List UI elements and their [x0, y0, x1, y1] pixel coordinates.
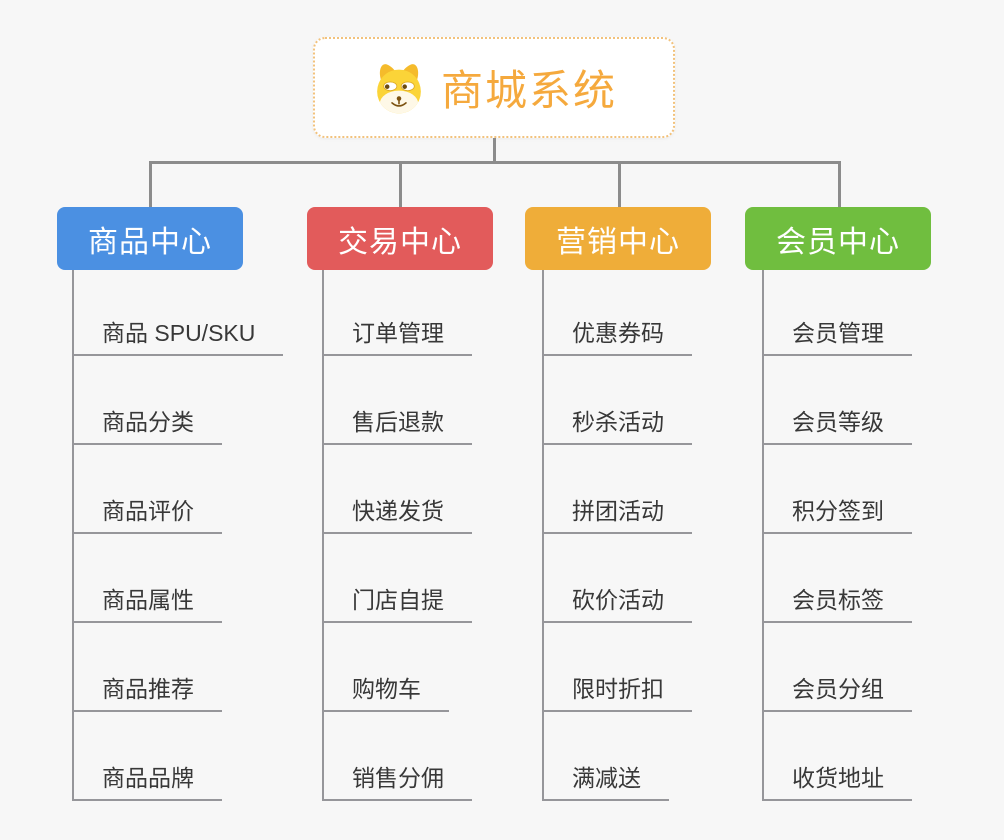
leaf-node[interactable]: 商品推荐 — [72, 672, 222, 712]
leaf-node[interactable]: 售后退款 — [322, 405, 472, 445]
branch-node[interactable]: 商品中心 — [57, 207, 243, 270]
leaf-node[interactable]: 会员分组 — [762, 672, 912, 712]
connector-stem — [493, 138, 496, 164]
connector-drop — [149, 161, 152, 207]
leaf-node[interactable]: 订单管理 — [322, 316, 472, 356]
branch-spine-connector — [542, 270, 544, 801]
leaf-node[interactable]: 会员等级 — [762, 405, 912, 445]
root-node[interactable]: 商城系统 — [313, 37, 675, 138]
leaf-node[interactable]: 商品 SPU/SKU — [72, 316, 284, 356]
connector-drop — [399, 161, 402, 207]
leaf-node[interactable]: 销售分佣 — [322, 761, 472, 801]
branch-label: 营销中心 — [556, 225, 680, 259]
branch-node[interactable]: 交易中心 — [307, 207, 493, 270]
leaf-node[interactable]: 秒杀活动 — [542, 405, 692, 445]
branch-spine-connector — [762, 270, 764, 801]
branch-node[interactable]: 会员中心 — [745, 207, 931, 270]
leaf-node[interactable]: 购物车 — [322, 672, 449, 712]
leaf-node[interactable]: 积分签到 — [762, 494, 912, 534]
leaf-node[interactable]: 门店自提 — [322, 583, 472, 623]
leaf-node[interactable]: 限时折扣 — [542, 672, 692, 712]
branch-node[interactable]: 营销中心 — [525, 207, 711, 270]
branch-spine-connector — [72, 270, 74, 801]
root-title: 商城系统 — [440, 67, 617, 114]
leaf-node[interactable]: 商品评价 — [72, 494, 222, 534]
branch-label: 交易中心 — [338, 225, 462, 259]
leaf-node[interactable]: 满减送 — [542, 761, 669, 801]
leaf-node[interactable]: 会员管理 — [762, 316, 912, 356]
connector-bar — [149, 161, 841, 164]
leaf-node[interactable]: 拼团活动 — [542, 494, 692, 534]
leaf-node[interactable]: 商品属性 — [72, 583, 222, 623]
branch-label: 商品中心 — [88, 225, 212, 259]
connector-drop — [618, 161, 621, 207]
leaf-node[interactable]: 优惠券码 — [542, 316, 692, 356]
leaf-node[interactable]: 快递发货 — [322, 494, 472, 534]
leaf-node[interactable]: 商品分类 — [72, 405, 222, 445]
leaf-node[interactable]: 砍价活动 — [542, 583, 692, 623]
branch-spine-connector — [322, 270, 324, 801]
leaf-node[interactable]: 商品品牌 — [72, 761, 222, 801]
connector-drop — [838, 161, 841, 207]
dog-face-icon — [371, 60, 427, 116]
leaf-node[interactable]: 会员标签 — [762, 583, 912, 623]
leaf-node[interactable]: 收货地址 — [762, 761, 912, 801]
branch-label: 会员中心 — [776, 225, 900, 259]
